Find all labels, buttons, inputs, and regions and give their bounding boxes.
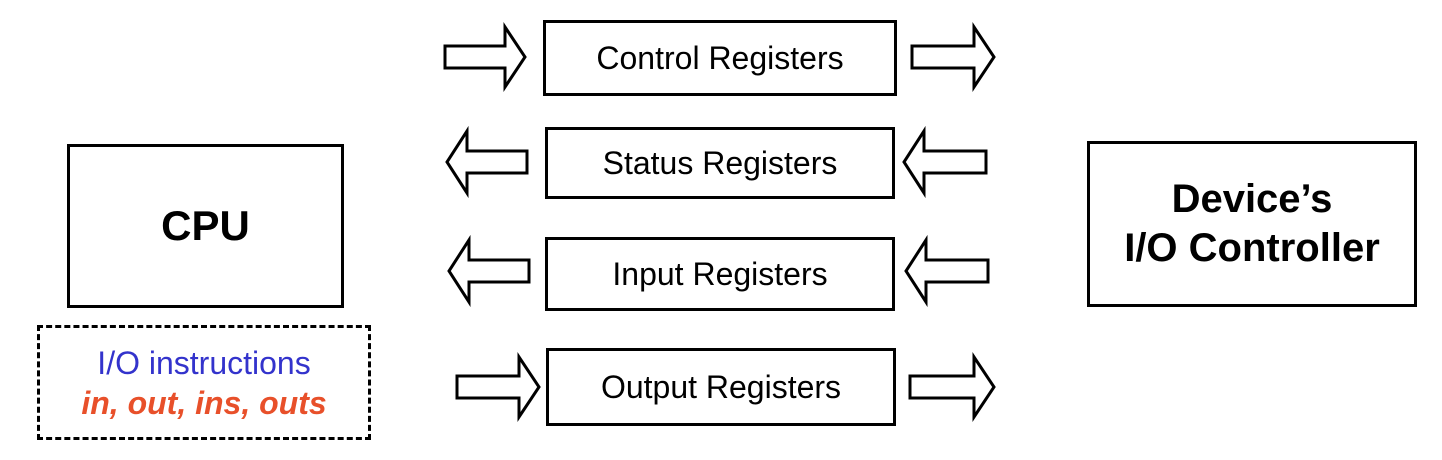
input-registers-label: Input Registers <box>612 255 828 292</box>
status-left-arrow-icon <box>445 125 529 199</box>
input-left-arrow-icon <box>447 234 531 308</box>
cpu-box: CPU <box>67 144 344 308</box>
control-left-arrow-icon <box>443 22 527 92</box>
status-registers-box: Status Registers <box>545 127 895 199</box>
control-right-arrow-icon <box>910 22 996 92</box>
output-right-arrow-icon <box>908 352 996 422</box>
cpu-label: CPU <box>161 202 250 249</box>
output-registers-label: Output Registers <box>600 368 842 405</box>
control-registers-label: Control Registers <box>596 39 844 76</box>
input-right-arrow-icon <box>904 234 990 308</box>
device-label-line2: I/O Controller <box>1124 226 1380 270</box>
control-registers-box: Control Registers <box>543 20 897 96</box>
device-io-controller-box: Device’s I/O Controller <box>1087 141 1417 307</box>
status-registers-label: Status Registers <box>602 144 838 181</box>
output-registers-box: Output Registers <box>546 348 896 426</box>
io-instructions-list: in, out, ins, outs <box>81 384 327 421</box>
device-label-line1: Device’s <box>1171 177 1333 222</box>
input-registers-box: Input Registers <box>545 237 895 311</box>
io-instructions-box: I/O instructions in, out, ins, outs <box>37 325 371 440</box>
status-right-arrow-icon <box>902 125 988 199</box>
io-instructions-title: I/O instructions <box>97 344 311 381</box>
output-left-arrow-icon <box>455 352 541 422</box>
